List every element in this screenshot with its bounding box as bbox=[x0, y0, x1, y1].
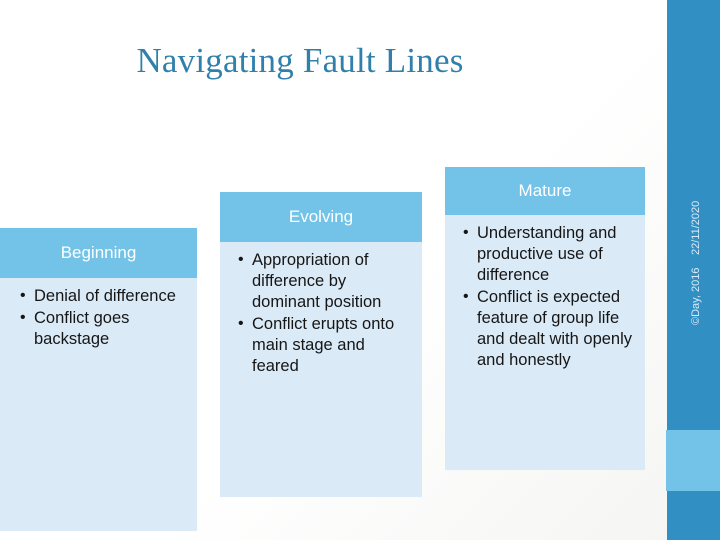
page-title: Navigating Fault Lines bbox=[136, 41, 464, 80]
column-header-beginning: Beginning bbox=[0, 228, 197, 278]
list-item: Conflict is expected feature of group li… bbox=[463, 286, 635, 371]
bullet-list-evolving: Appropriation of difference by dominant … bbox=[230, 249, 412, 377]
column-body-beginning: Denial of difference Conflict goes backs… bbox=[0, 278, 197, 531]
column-body-evolving: Appropriation of difference by dominant … bbox=[220, 242, 422, 497]
list-item: Denial of difference bbox=[20, 285, 187, 307]
stage-column-evolving: Evolving Appropriation of difference by … bbox=[220, 192, 422, 497]
list-item: Conflict goes backstage bbox=[20, 307, 187, 350]
bullet-list-beginning: Denial of difference Conflict goes backs… bbox=[10, 285, 187, 350]
column-header-evolving: Evolving bbox=[220, 192, 422, 242]
list-item: Appropriation of difference by dominant … bbox=[238, 249, 412, 313]
bullet-list-mature: Understanding and productive use of diff… bbox=[455, 222, 635, 371]
list-item: Understanding and productive use of diff… bbox=[463, 222, 635, 286]
sidebar-date: 22/11/2020 bbox=[690, 200, 702, 255]
column-header-mature: Mature bbox=[445, 167, 645, 215]
stage-column-beginning: Beginning Denial of difference Conflict … bbox=[0, 228, 197, 531]
sidebar-copyright: ©Day, 2016 bbox=[690, 267, 702, 325]
sidebar-accent-block bbox=[666, 430, 720, 491]
stage-column-mature: Mature Understanding and productive use … bbox=[445, 167, 645, 470]
column-body-mature: Understanding and productive use of diff… bbox=[445, 215, 645, 470]
list-item: Conflict erupts onto main stage and fear… bbox=[238, 313, 412, 377]
